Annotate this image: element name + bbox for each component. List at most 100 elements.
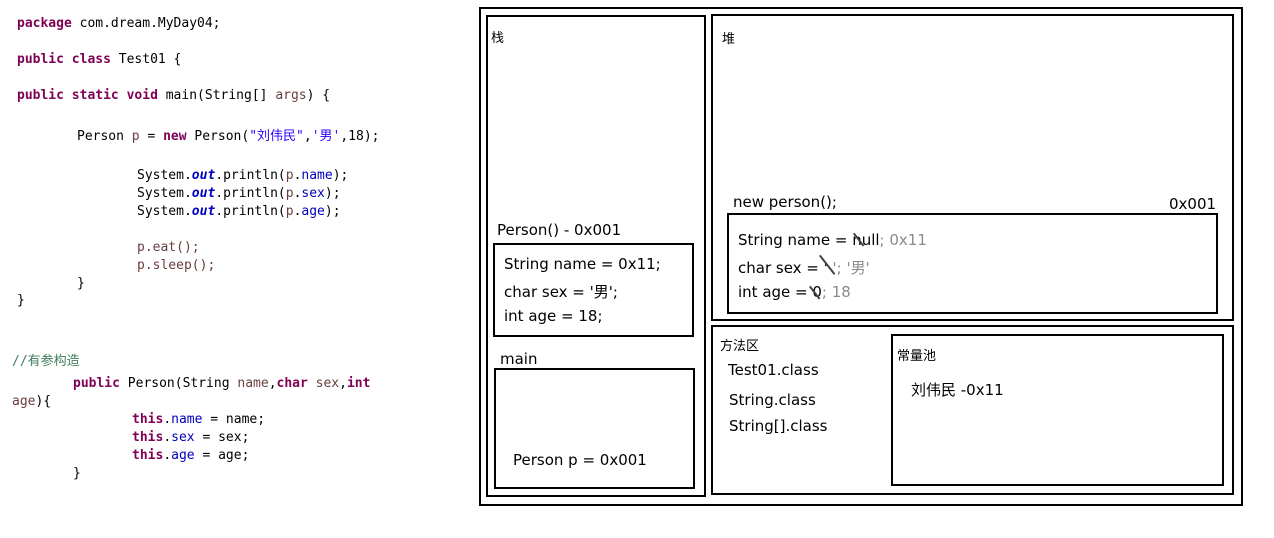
person-frame-line: String name = 0x11; [504,255,661,273]
code-text: ) { [306,88,331,103]
heap-field-sex: char sex = ' '; '男' [738,257,870,278]
code-text: , [339,376,347,391]
method-area-title: 方法区 [720,339,760,354]
keyword: this [132,430,164,445]
keyword: public [17,52,64,67]
code-var: age [12,394,36,409]
keyword: public [73,376,120,391]
field-old-value: null [852,231,880,249]
code-text: . [163,412,172,427]
code-static-field: out [191,186,216,201]
code-text: , [268,376,277,391]
method-area-item: String.class [729,391,816,409]
person-frame-line: int age = 18; [504,307,603,325]
code-var: p [285,168,294,183]
code-line-println-name: System.out.println(p.name); [137,167,348,185]
code-text: .println( [215,204,286,219]
code-text: . [163,448,172,463]
code-text: = name; [202,412,266,427]
field-new-value: '; '男' [832,259,870,277]
code-text: com.dream.MyDay04; [71,16,221,31]
code-text: .println( [215,168,286,183]
code-line-this-name: this.name = name; [132,411,265,429]
code-text: . [293,204,302,219]
code-field: name [301,168,333,183]
code-field: age [301,204,325,219]
code-field: sex [301,186,325,201]
code-line-this-age: this.age = age; [132,447,249,465]
code-var: p [285,186,294,201]
code-field: name [171,412,203,427]
code-line-this-sex: this.sex = sex; [132,429,249,447]
code-text: = sex; [194,430,250,445]
code-text: . [163,430,172,445]
code-line-sleep: p.sleep(); [137,258,216,273]
keyword: this [132,412,164,427]
code-var: sex [307,376,340,391]
heap-object-label: new person(); [733,193,837,211]
code-field: sex [171,430,195,445]
code-line-println-sex: System.out.println(p.sex); [137,185,341,203]
memory-outer-frame [479,7,1243,506]
person-stack-frame [493,243,694,337]
code-text: Person [77,129,132,144]
code-text: ); [324,186,341,201]
code-text: = age; [194,448,250,463]
code-line-class: public class Test01 { [17,51,181,69]
code-text: System. [137,204,192,219]
main-frame-label: main [500,350,538,368]
stack-title: 栈 [491,31,505,46]
main-stack-frame [494,368,695,489]
keyword: void [126,88,158,103]
heap-field-name: String name = null; 0x11 [738,231,927,249]
code-line-brace-outer: } [17,293,25,308]
code-line-ctor-wrap: age){ [12,393,51,411]
main-frame-line: Person p = 0x001 [513,451,647,469]
keyword: new [163,129,187,144]
keyword: this [132,448,164,463]
code-text: ,18); [340,129,380,144]
code-string: "刘伟民" [249,129,304,144]
field-new-value: ; 18 [821,283,851,301]
code-static-field: out [191,168,216,183]
code-var: name [237,376,269,391]
code-text: .println( [215,186,286,201]
code-text: = [139,129,164,144]
field-text: int age = [738,283,813,301]
keyword: char [276,376,308,391]
heap-object [727,213,1218,314]
code-text: Test01 { [110,52,182,67]
code-var: p [285,204,294,219]
code-line-brace-inner: } [77,276,85,291]
code-text: , [303,129,312,144]
code-line-ctor-close: } [73,466,81,481]
heap-region [711,14,1234,321]
keyword: static [71,88,119,103]
code-text: Person(String [119,376,238,391]
keyword: package [17,16,72,31]
code-line-ctor: public Person(String name,char sex,int [73,375,370,393]
person-frame-line: char sex = '男'; [504,283,618,301]
field-new-value: ; 0x11 [879,231,927,249]
field-old-value: 0 [812,283,822,301]
field-text: char sex = ' [738,259,828,277]
code-line-new-person: Person p = new Person("刘伟民",'男',18); [77,128,380,146]
code-line-main: public static void main(String[] args) { [17,87,330,105]
constant-pool-item: 刘伟民 -0x11 [911,381,1004,399]
code-text: ); [324,204,341,219]
stack-region [486,15,706,497]
constant-pool-region [891,334,1224,486]
code-text: main(String[] [157,88,276,103]
code-string: '男' [311,129,341,144]
heap-object-address: 0x001 [1169,195,1217,213]
code-var: args [275,88,307,103]
code-text: System. [137,168,192,183]
code-text: ); [332,168,349,183]
method-area-region [711,325,1234,495]
code-var: p [131,129,140,144]
code-line-package: package com.dream.MyDay04; [17,15,221,33]
keyword: int [346,376,371,391]
code-comment: //有参构造 [12,354,80,369]
code-text: ){ [35,394,52,409]
code-static-field: out [191,204,216,219]
